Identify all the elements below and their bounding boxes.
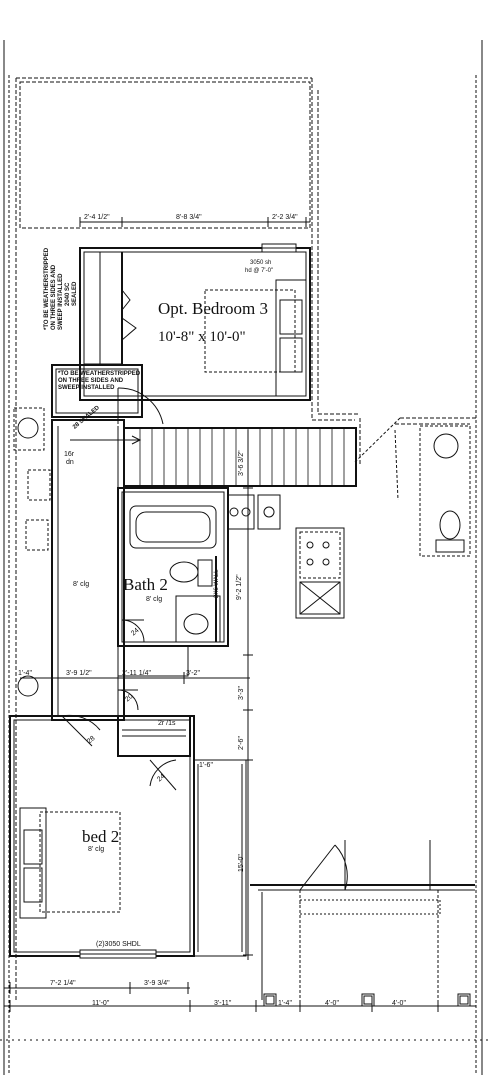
note-weather-left-3: SWEEP INSTALLED <box>58 273 64 330</box>
hall-ceiling: 8' clg <box>73 581 90 588</box>
stairs-risers: 16r <box>64 451 75 458</box>
dim-closet-width: 1'-6" <box>199 762 213 769</box>
powder-room <box>419 425 471 557</box>
note-weather-door-3: SWEEP INSTALLED <box>58 385 115 391</box>
bed2-window-label: (2)3050 SHDL <box>96 941 141 948</box>
note-weather-door-1: *TO BE WEATHERSTRIPPED <box>58 371 141 377</box>
dim-porch-2: 4'-0" <box>325 1000 339 1007</box>
bedroom3-walls <box>79 247 311 401</box>
dim-bottom-2: 3'-9 3/4" <box>144 980 170 987</box>
note-weather-left-5: SEALED <box>72 281 78 306</box>
dim-top-mid: 8'-8 3/4" <box>176 214 202 221</box>
dim-top-left: 2'-4 1/2" <box>84 214 110 221</box>
dim-top-right: 2'-2 3/4" <box>272 214 298 221</box>
porch-post <box>361 993 375 1007</box>
note-weather-left-1: *TO BE WEATHERSTRIPPED <box>44 247 50 330</box>
bedroom3-closet <box>83 251 123 365</box>
note-weather-door-2: ON THREE SIDES AND <box>58 378 124 384</box>
linen-closet-label: 2r /1s <box>158 720 176 727</box>
dim-mid-left: 3'-9 1/2" <box>66 670 92 677</box>
dim-bottom-3: 3'-11" <box>214 1000 232 1007</box>
dim-mid-mid: 2'-11 1/4" <box>122 670 151 677</box>
note-2x6-wall: 2X6 WALL <box>214 569 220 598</box>
dim-v-small: 2'-6" <box>238 736 245 750</box>
room-size-bedroom3: 10'-8" x 10'-0" <box>158 329 246 345</box>
kitchen-counter <box>295 527 345 619</box>
bath2-ceiling: 8' clg <box>146 596 163 603</box>
bedroom3-window-hd: hd @ 7'-0" <box>245 268 274 274</box>
stairs-direction: dn <box>66 459 74 466</box>
bath-vanity <box>175 595 221 643</box>
bed2-ceiling: 8' clg <box>88 846 105 853</box>
note-weather-left-2: ON THREE SIDES AND <box>51 264 57 330</box>
roof-outline-top <box>19 81 311 229</box>
toilet <box>169 561 199 583</box>
utility-closet <box>227 494 255 530</box>
dim-porch-1: 1'-4" <box>278 1000 292 1007</box>
dim-left-small: 1'-4" <box>18 670 32 677</box>
note-weather-left-4: 2040 SC <box>65 282 71 306</box>
bed2-bed <box>39 811 121 913</box>
porch-post <box>457 993 471 1007</box>
bathtub <box>129 505 217 549</box>
dim-bath-vertical: 9'-2 1/2" <box>236 574 243 600</box>
dim-bottom-overall: 11'-0" <box>92 1000 110 1007</box>
dim-stair-vertical: 3'-6 3/2" <box>238 450 245 476</box>
door-28-sealed-swing <box>117 387 164 425</box>
dim-v-33: 3'-3" <box>238 686 245 700</box>
bedroom3-bed <box>204 289 296 373</box>
room-name-bath2: Bath 2 <box>123 575 168 594</box>
dim-bed-vertical: 15'-0" <box>238 854 245 872</box>
room-name-bedroom3: Opt. Bedroom 3 <box>158 299 269 318</box>
dim-mid-right: 3'-2" <box>186 670 200 677</box>
bedroom3-window-label: 3050 sh <box>250 260 272 266</box>
room-name-bed2: bed 2 <box>82 827 120 846</box>
dim-bottom-1: 7'-2 1/4" <box>50 980 76 987</box>
stairs <box>123 427 357 487</box>
porch-post <box>263 993 277 1007</box>
dim-porch-3: 4'-0" <box>392 1000 406 1007</box>
